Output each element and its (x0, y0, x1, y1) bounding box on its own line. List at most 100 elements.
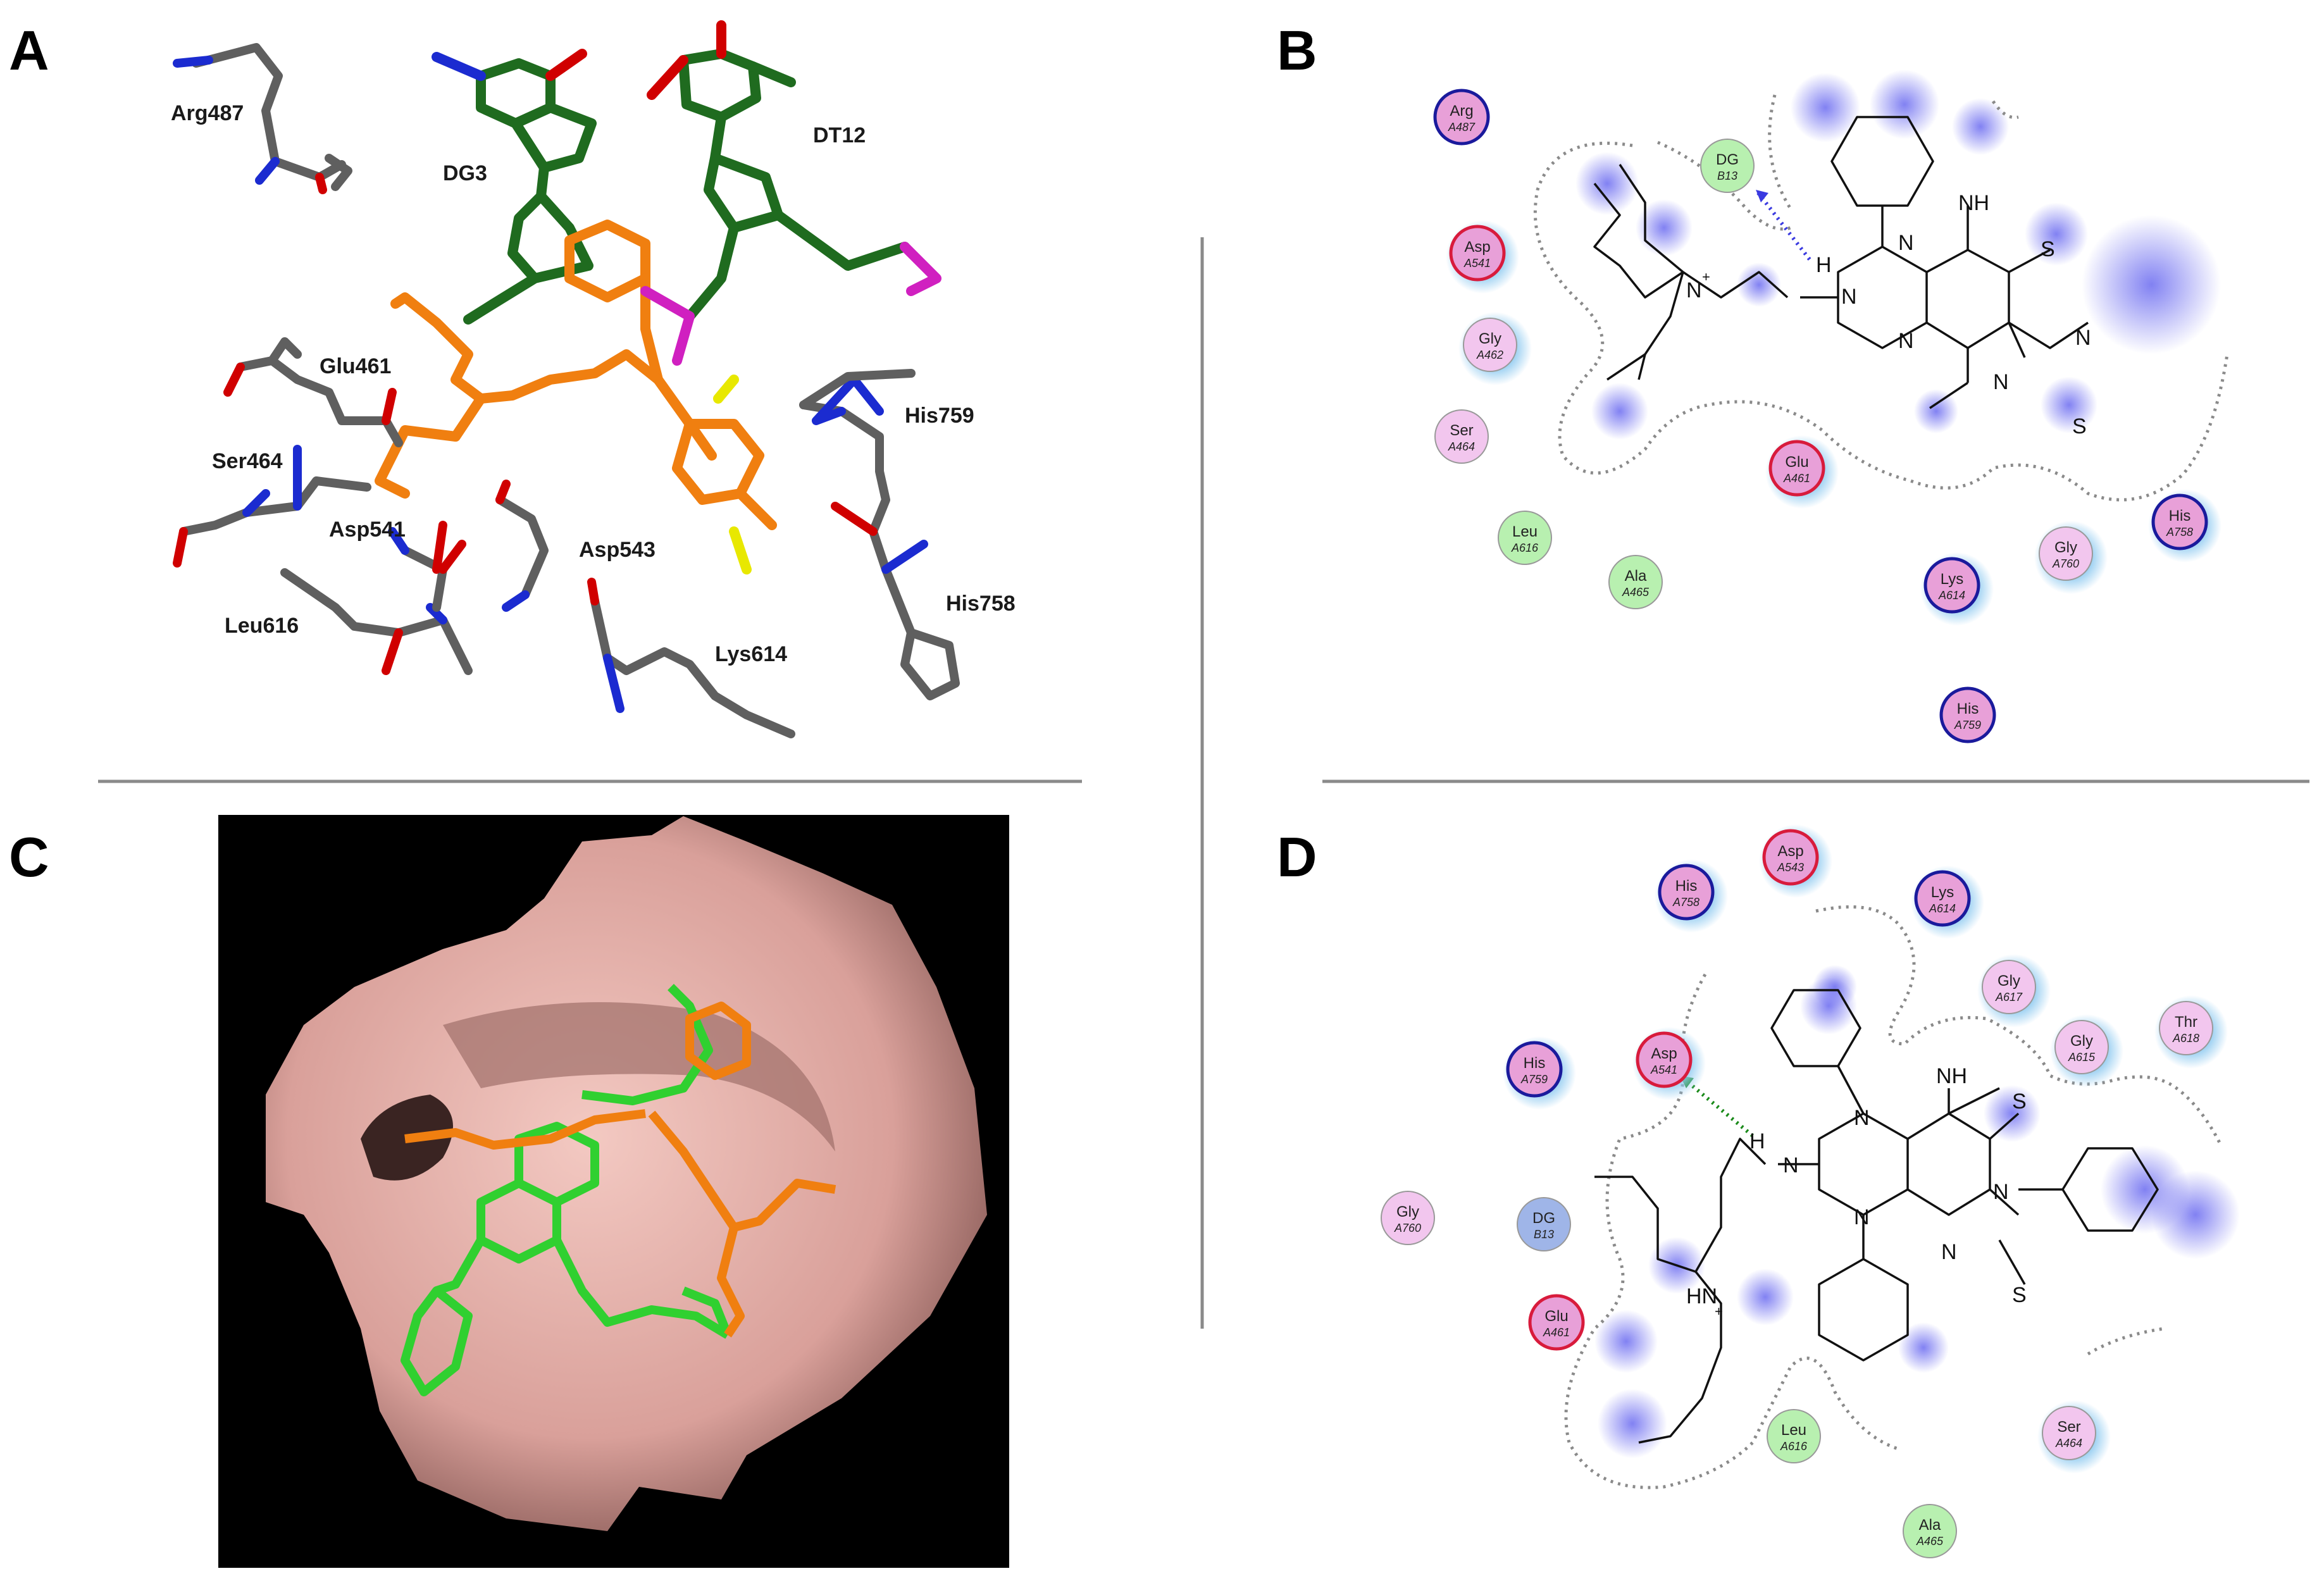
pocket-groove (443, 1002, 835, 1152)
residue-disc-circle (1636, 1031, 1693, 1088)
panel-label-d: D (1277, 826, 1317, 888)
residue-number: A541 (1650, 1064, 1677, 1076)
residue-number: A615 (2068, 1051, 2096, 1064)
residue-name: Lys (1941, 571, 1963, 588)
pocket-outline-d-3 (2087, 1327, 2165, 1356)
residue-his758-sticks (900, 628, 960, 700)
atom-b-n1: N (1898, 231, 1914, 255)
panel-c-pocket-view (218, 815, 1009, 1568)
residue-disc-circle (1939, 686, 1996, 743)
residue-number: A543 (1777, 861, 1804, 874)
residue-name: Asp (1651, 1045, 1677, 1062)
residue-disc-circle (1923, 557, 1980, 614)
ligand-sulfur-1 (713, 375, 739, 404)
residue-name: His (1675, 878, 1698, 895)
atom-b-n2: N (1898, 329, 1914, 353)
label-dg3: DG3 (443, 161, 487, 185)
label-asp543: Asp543 (579, 538, 656, 562)
residue-disc-circle (2151, 494, 2208, 550)
residue-disc-circle (2054, 1020, 2109, 1074)
residue-name: Ser (1450, 422, 1473, 439)
label-glu461: Glu461 (320, 354, 391, 378)
residue-number: A618 (2172, 1032, 2199, 1045)
residue-number: A461 (1543, 1326, 1570, 1339)
residue-name: Glu (1544, 1308, 1568, 1325)
atom-b-n3: N (2075, 326, 2091, 350)
residue-number: A760 (1394, 1222, 1421, 1234)
residue-number: A462 (1476, 349, 1503, 361)
atom-b-nh: NH (1958, 191, 1989, 215)
label-his759: His759 (905, 404, 974, 428)
residue-number: A760 (2052, 557, 2079, 570)
residue-name: DG (1532, 1210, 1555, 1227)
atom-d-s1: S (2012, 1089, 2027, 1114)
atom-d-n1: N (1854, 1106, 1870, 1130)
hbond-b (1754, 189, 1811, 261)
residue-name: Ala (1919, 1517, 1941, 1534)
residue-name: Gly (2070, 1033, 2093, 1050)
residue-name: Gly (1998, 972, 2020, 990)
panel-label-a: A (9, 19, 49, 82)
residue-disc-circle (1434, 409, 1489, 464)
residue-disc-circle (2159, 1001, 2213, 1055)
residue-name: Asp (1777, 843, 1803, 860)
residue-name: Leu (1512, 523, 1538, 540)
phosphate-sticks (640, 286, 695, 366)
residue-name: Gly (2054, 539, 2077, 556)
residue-name: Arg (1450, 102, 1473, 120)
label-ser464: Ser464 (212, 449, 283, 473)
residue-number: A758 (1672, 896, 1700, 909)
panel-d-interaction-diagram: NH S S N N N N HN + H N (1564, 905, 2240, 1489)
panel-b-interaction-diagram: NH S S N N N N N + H N (1533, 70, 2229, 502)
residue-name: Lys (1931, 884, 1954, 901)
atom-d-nh: NH (1936, 1064, 1967, 1088)
label-dt12: DT12 (813, 123, 866, 147)
atom-d-n4: N (1941, 1240, 1957, 1264)
atom-d-n2: N (1854, 1205, 1870, 1229)
atom-b-n4: N (1993, 370, 2009, 394)
residue-disc-circle (2039, 526, 2093, 581)
residue-name: DG (1716, 151, 1739, 168)
residue-name: Thr (2175, 1014, 2197, 1031)
pocket-ligand-green (401, 984, 732, 1396)
atom-d-n3: N (1993, 1180, 2009, 1204)
pocket-outline-d-2 (1815, 905, 2223, 1146)
residue-number: A614 (1929, 902, 1956, 915)
residue-name: Asp (1464, 239, 1490, 256)
residue-disc-circle (1762, 829, 1819, 886)
residue-asp543-sticks (495, 480, 549, 612)
residue-number: B13 (1534, 1228, 1554, 1241)
residue-number: A465 (1916, 1535, 1944, 1548)
atom-d-plus: + (1715, 1303, 1723, 1319)
residue-disc-circle (1463, 318, 1517, 372)
residue-number: A759 (1954, 719, 1981, 731)
residue-number: A487 (1448, 121, 1476, 133)
residue-number: A464 (2055, 1437, 2082, 1450)
residue-disc-circle (1903, 1504, 1957, 1558)
label-asp541: Asp541 (329, 518, 406, 542)
residue-disc-circle (1449, 225, 1506, 282)
residue-number: A758 (2166, 526, 2193, 538)
residue-number: A464 (1448, 440, 1475, 453)
pocket-outline-b (1533, 141, 2229, 502)
ligand-sticks (375, 220, 777, 530)
panel-a-labels: Arg487 DG3 DT12 Glu461 Ser464 Asp541 His… (171, 101, 1016, 666)
panel-a-stick-model: Arg487 DG3 DT12 Glu461 Ser464 Asp541 His… (171, 20, 1016, 738)
